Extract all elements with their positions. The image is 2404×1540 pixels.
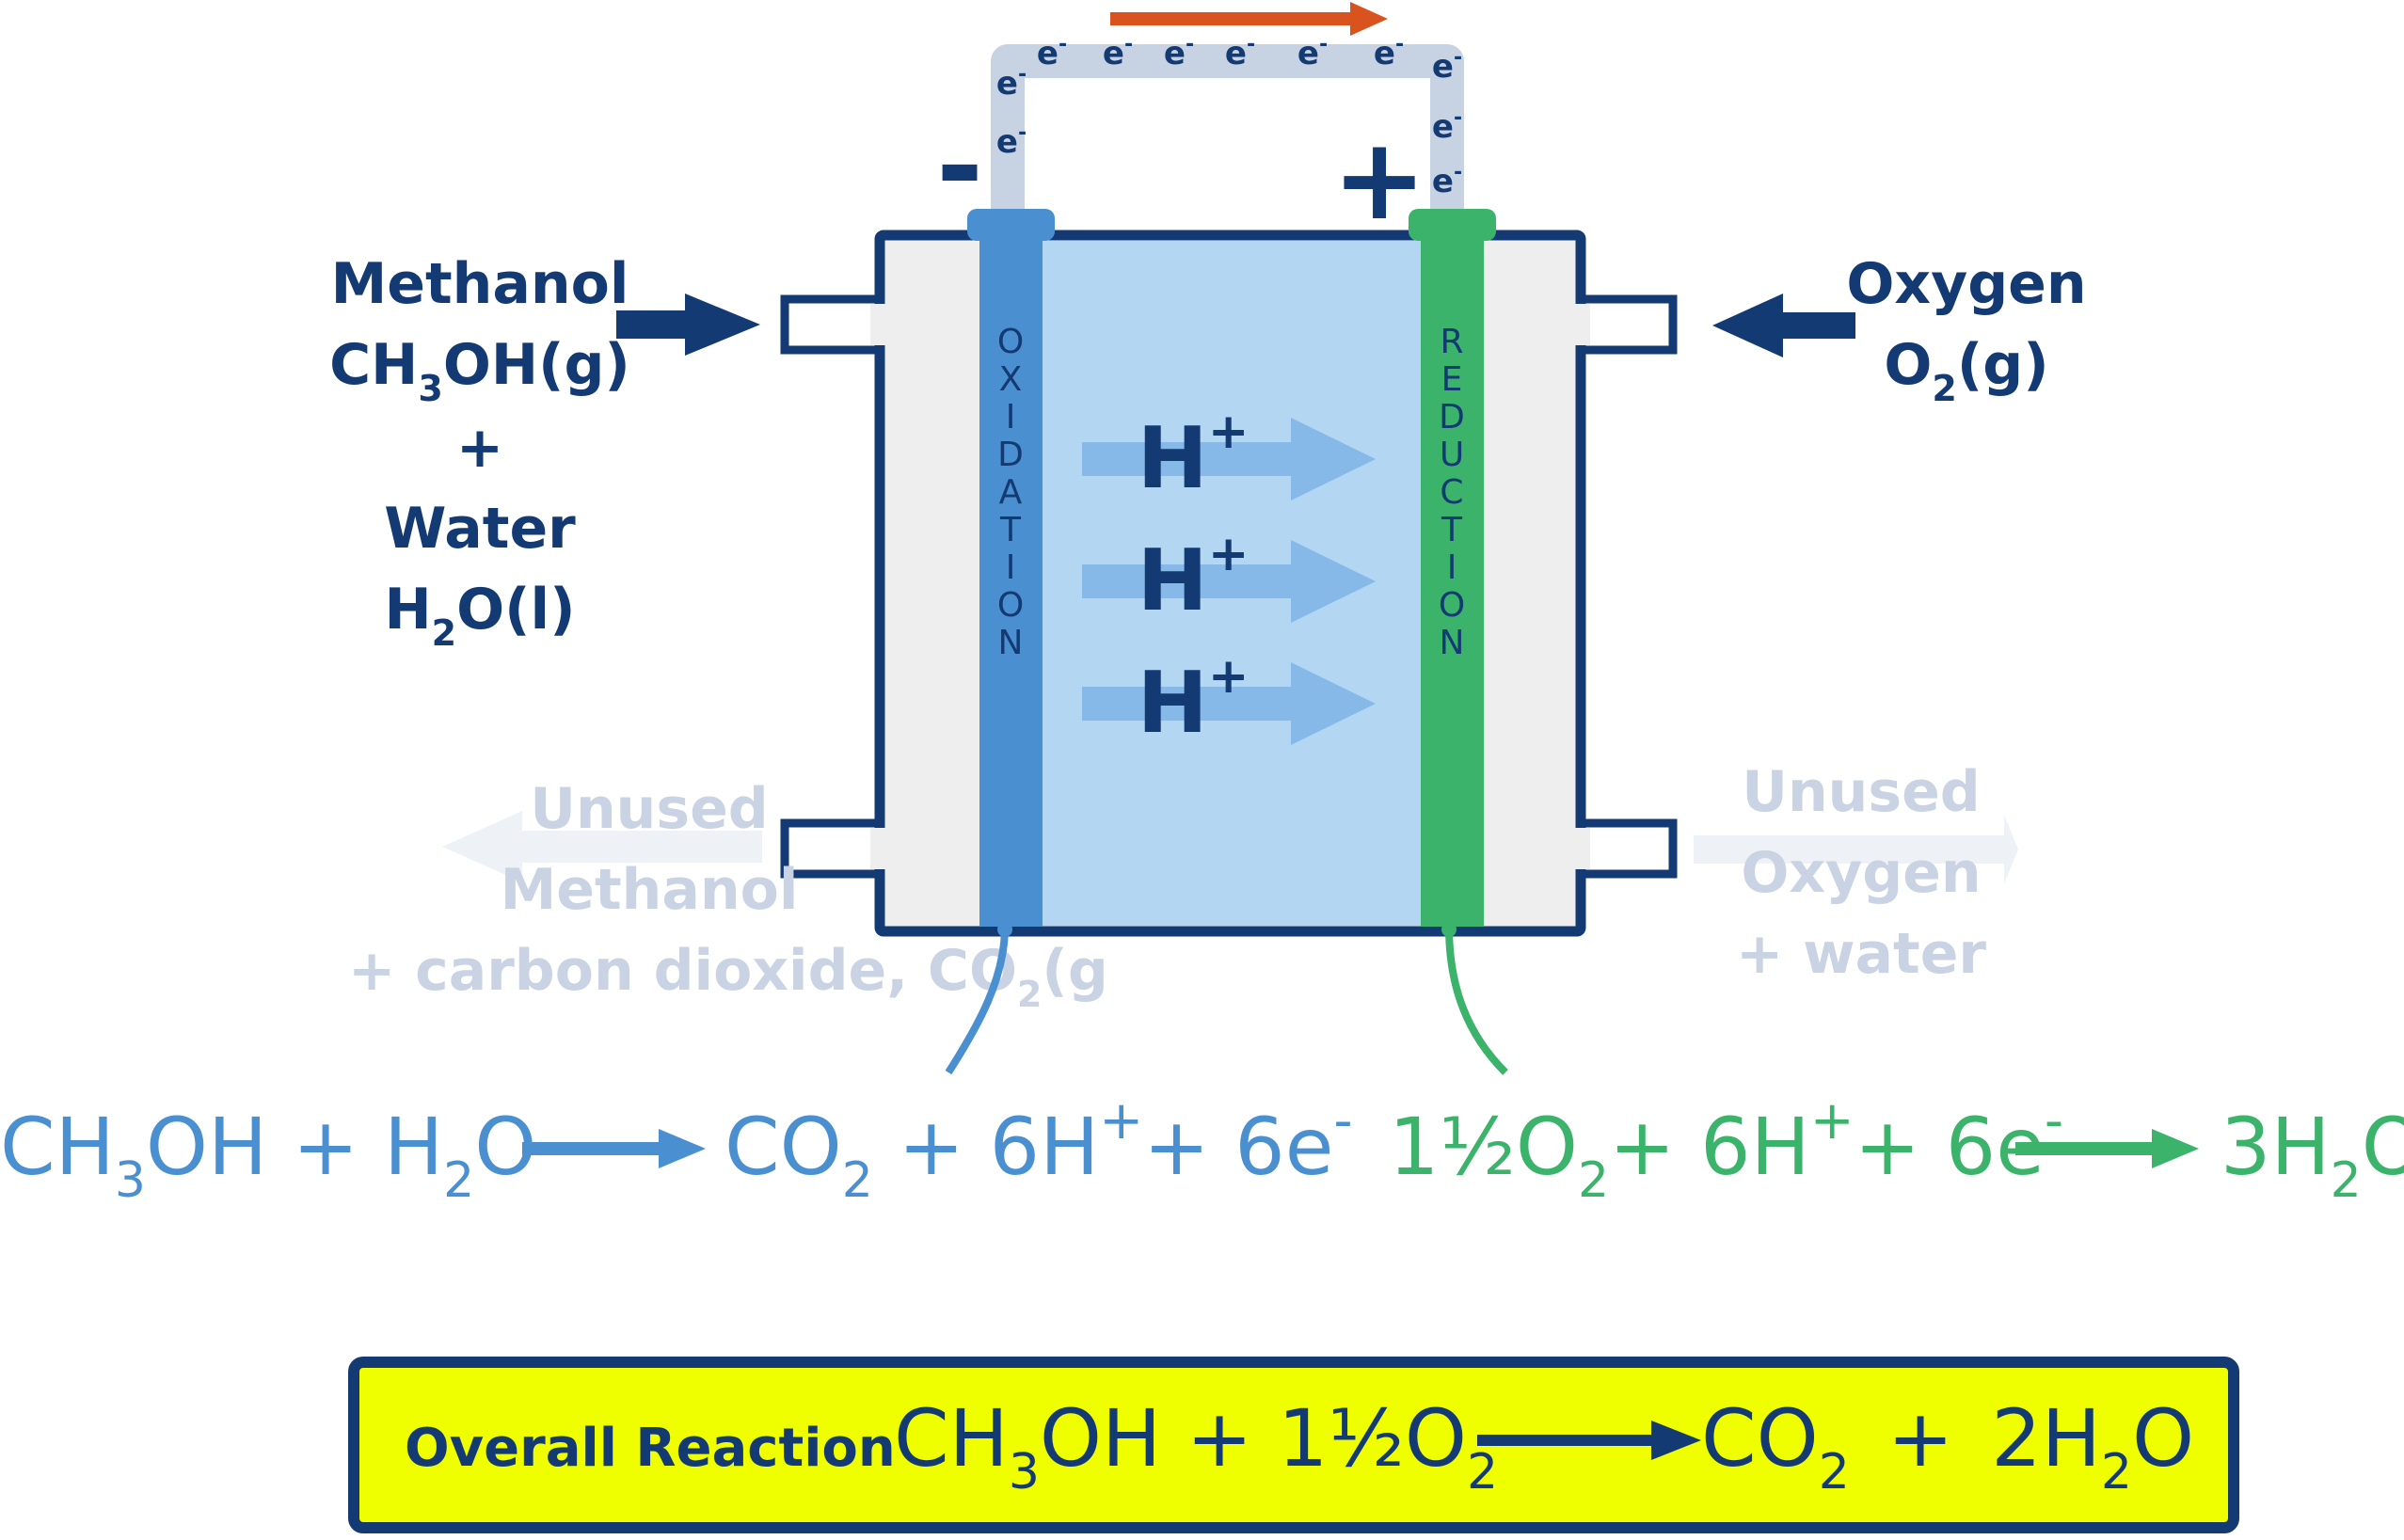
water-formula: H2O(l) bbox=[384, 577, 575, 654]
overall-reaction-box: Overall Reaction CH3OH + 1½O2 CO2+2H2O bbox=[348, 1357, 2239, 1533]
overall-label: Overall Reaction bbox=[405, 1418, 896, 1479]
electron-label: e- bbox=[1164, 33, 1194, 72]
electrode-letter: C bbox=[1440, 473, 1463, 512]
electron-label: e- bbox=[1037, 33, 1067, 72]
cathode-half-equation: 1½O2+ 6H++ 6e- 3H2O bbox=[1389, 1090, 2404, 1209]
electrode-letter: D bbox=[997, 436, 1024, 474]
electron-label: e- bbox=[1432, 46, 1462, 86]
electrode-letter: U bbox=[1440, 436, 1464, 474]
methanol-formula: CH3OH(g) bbox=[329, 332, 630, 409]
electrode-letter: T bbox=[999, 511, 1022, 549]
proton-arrow: H+ bbox=[1082, 404, 1376, 508]
electron-label: e- bbox=[1432, 106, 1462, 146]
proton-label: H+ bbox=[1138, 526, 1250, 630]
electron-label: e- bbox=[1374, 33, 1404, 72]
left-output-line1: Unused bbox=[530, 776, 769, 842]
cathode-reactants: 1½O2+ 6H++ 6e- bbox=[1389, 1090, 2063, 1209]
electrode-letter: A bbox=[999, 473, 1023, 512]
left-output-line3: + carbon dioxide, CO2(g bbox=[348, 938, 1108, 1015]
cathode-products: 3H2O bbox=[2221, 1101, 2404, 1209]
electrode-letter: X bbox=[999, 360, 1023, 399]
right-output-line3: + water bbox=[1736, 921, 1986, 987]
electrode-letter: D bbox=[1439, 398, 1465, 437]
oxygen-name: Oxygen bbox=[1846, 251, 2086, 317]
electrode-letter: N bbox=[1440, 624, 1465, 662]
anode bbox=[979, 209, 1043, 927]
electrode-letter: I bbox=[1447, 548, 1457, 587]
methanol-input: Methanol CH3OH(g) + Water H2O(l) bbox=[329, 251, 630, 654]
anode-lead bbox=[945, 926, 1009, 1075]
cathode-lead bbox=[1445, 926, 1508, 1075]
methanol-input-arrow bbox=[616, 294, 760, 356]
electrode-letter: N bbox=[998, 624, 1024, 662]
electrode-letter: O bbox=[997, 323, 1024, 361]
anode-half-equation: CH3OH + H2O CO2 + 6H++ 6e- bbox=[0, 1090, 1353, 1209]
electron-label: e- bbox=[996, 121, 1027, 161]
electrode-letter: O bbox=[997, 586, 1024, 625]
cathode-cap bbox=[1409, 209, 1496, 241]
anode-reactants: CH3OH + H2O bbox=[0, 1101, 536, 1209]
proton-label: H+ bbox=[1138, 648, 1250, 753]
right-output-line2: Oxygen bbox=[1741, 840, 1981, 906]
methanol-plus: + bbox=[456, 415, 503, 481]
right-output: Unused Oxygen + water bbox=[1694, 759, 2018, 987]
proton-arrow: H+ bbox=[1082, 648, 1376, 753]
proton-label: H+ bbox=[1138, 404, 1250, 508]
proton-arrow: H+ bbox=[1082, 526, 1376, 630]
electron-label: e- bbox=[1298, 33, 1328, 72]
cathode bbox=[1421, 209, 1484, 927]
electrode-letter: I bbox=[1006, 398, 1016, 437]
overall-products: CO2+2H2O bbox=[1701, 1392, 2194, 1500]
electrode-letter: O bbox=[1439, 586, 1465, 625]
anode-cap bbox=[967, 209, 1055, 241]
external-wire bbox=[991, 44, 1464, 212]
left-output-line2: Methanol bbox=[501, 857, 799, 923]
anode-products: CO2 + 6H++ 6e- bbox=[724, 1090, 1353, 1209]
overall-reactants: CH3OH + 1½O2 bbox=[894, 1392, 1498, 1500]
electrode-letter: E bbox=[1441, 360, 1463, 399]
left-output: Unused Methanol + carbon dioxide, CO2(g bbox=[348, 776, 1108, 1015]
right-output-line1: Unused bbox=[1742, 759, 1981, 825]
electron-label: e- bbox=[1225, 33, 1255, 72]
oxygen-input: Oxygen O2(g) bbox=[1846, 251, 2086, 409]
electrode-letter: T bbox=[1441, 511, 1463, 549]
electron-label: e- bbox=[996, 63, 1027, 103]
electrode-letter: R bbox=[1440, 323, 1463, 361]
electrons-on-wire: e-e-e-e-e-e-e-e-e-e-e- bbox=[996, 33, 1462, 200]
water-name: Water bbox=[384, 496, 576, 562]
oxygen-formula: O2(g) bbox=[1884, 332, 2048, 409]
electron-label: e- bbox=[1432, 161, 1462, 200]
oxygen-input-arrow bbox=[1712, 294, 1855, 357]
electron-label: e- bbox=[1103, 33, 1133, 72]
current-direction-arrow bbox=[1110, 2, 1388, 36]
electrode-letter: I bbox=[1006, 548, 1016, 587]
methanol-name: Methanol bbox=[331, 251, 629, 317]
proton-flow: H+ H+ H+ bbox=[1082, 404, 1376, 753]
